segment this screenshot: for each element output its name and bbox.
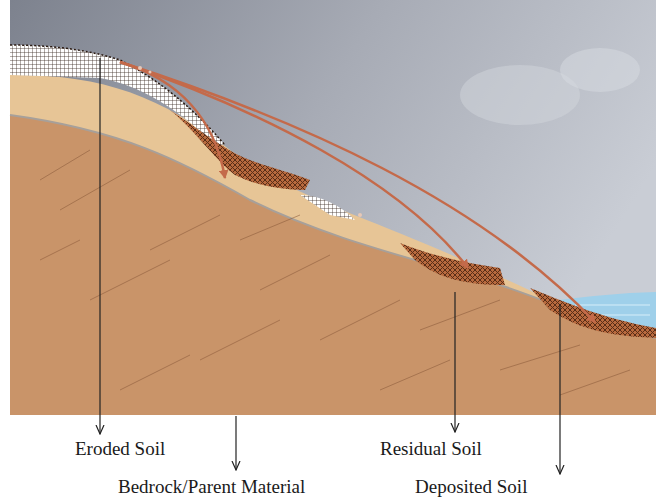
part-label: Residual Soil xyxy=(380,438,482,460)
part-label: Deposited Soil xyxy=(415,476,527,498)
part-label: Eroded Soil xyxy=(75,438,165,460)
part-label: Bedrock/Parent Material xyxy=(118,476,305,498)
